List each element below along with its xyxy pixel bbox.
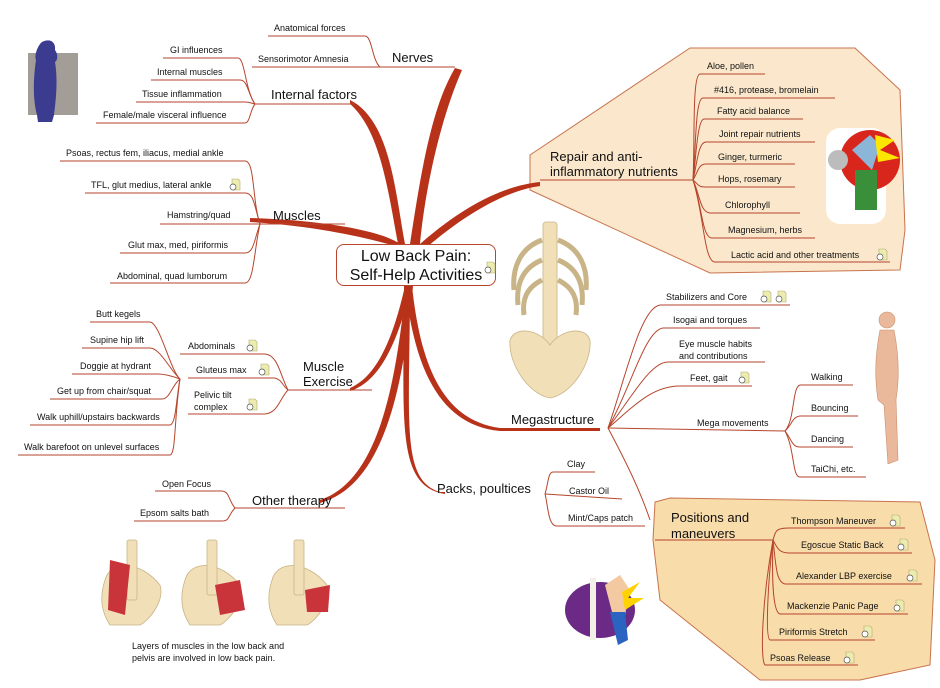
- topic-internal-factors[interactable]: Internal factors: [271, 87, 357, 102]
- subtopic-eye-muscle-line2[interactable]: and contributions: [679, 351, 748, 361]
- attachment-icon[interactable]: [258, 363, 270, 376]
- attachment-icon[interactable]: [889, 514, 901, 527]
- subtopic-pelvic-tilt-line2[interactable]: complex: [194, 402, 228, 412]
- topic-repair-line1[interactable]: Repair and anti-: [550, 149, 643, 164]
- central-topic[interactable]: Low Back Pain: Self-Help Activities: [336, 244, 496, 286]
- subtopic-clay[interactable]: Clay: [567, 459, 586, 469]
- subtopic-psoas[interactable]: Psoas, rectus fem, iliacus, medial ankle: [66, 148, 224, 158]
- exercise-get-up-from-chair[interactable]: Get up from chair/squat: [57, 386, 152, 396]
- movement-walking[interactable]: Walking: [811, 372, 843, 382]
- topic-muscle-exercise-line2[interactable]: Exercise: [303, 374, 353, 389]
- attachment-icon[interactable]: [760, 290, 772, 303]
- attachment-icon[interactable]: [906, 569, 918, 582]
- nutrient-ginger[interactable]: Ginger, turmeric: [718, 152, 783, 162]
- attachment-icon[interactable]: [893, 599, 905, 612]
- subtopic-glut-max[interactable]: Glut max, med, piriformis: [128, 240, 229, 250]
- position-piriformis[interactable]: Piriformis Stretch: [779, 627, 848, 637]
- subtopic-open-focus[interactable]: Open Focus: [162, 479, 212, 489]
- position-alexander[interactable]: Alexander LBP exercise: [796, 571, 892, 581]
- pelvis-muscle-layers: [101, 539, 330, 626]
- attachment-icon[interactable]: [246, 398, 258, 411]
- subtopic-stabilizers[interactable]: Stabilizers and Core: [666, 292, 748, 302]
- nutrient-chlorophyll[interactable]: Chlorophyll: [725, 200, 771, 210]
- attachment-icon[interactable]: [246, 339, 258, 352]
- subtopic-tissue-inflammation[interactable]: Tissue inflammation: [142, 89, 222, 99]
- movement-bouncing[interactable]: Bouncing: [811, 403, 849, 413]
- movement-dancing[interactable]: Dancing: [811, 434, 845, 444]
- nutrient-joint-repair[interactable]: Joint repair nutrients: [719, 129, 801, 139]
- exercise-butt-kegels[interactable]: Butt kegels: [96, 309, 141, 319]
- subtopic-feet-gait[interactable]: Feet, gait: [690, 373, 728, 383]
- image-caption: Layers of muscles in the low back and pe…: [132, 640, 332, 664]
- attachment-icon[interactable]: [775, 290, 787, 303]
- subtopic-abdominal[interactable]: Abdominal, quad lumborum: [117, 271, 228, 281]
- subtopic-isogai[interactable]: Isogai and torques: [673, 315, 748, 325]
- nutrient-magnesium[interactable]: Magnesium, herbs: [728, 225, 803, 235]
- subtopic-sensorimotor-amnesia[interactable]: Sensorimotor Amnesia: [258, 54, 349, 64]
- subtopic-pelvic-tilt-line1[interactable]: Pelivic tilt: [194, 390, 232, 400]
- subtopic-visceral-influence[interactable]: Female/male visceral influence: [103, 110, 227, 120]
- stooped-person-silhouette: [28, 40, 78, 122]
- exercise-doggie-at-hydrant[interactable]: Doggie at hydrant: [80, 361, 152, 371]
- topic-muscles[interactable]: Muscles: [273, 208, 321, 223]
- subtopic-abdominals[interactable]: Abdominals: [188, 341, 236, 351]
- attachment-icon[interactable]: [484, 261, 496, 274]
- nutrient-fatty-acid[interactable]: Fatty acid balance: [717, 106, 791, 116]
- subtopic-mega-movements[interactable]: Mega movements: [697, 418, 769, 428]
- topic-repair-line2[interactable]: inflammatory nutrients: [550, 164, 678, 179]
- position-psoas-release[interactable]: Psoas Release: [770, 653, 831, 663]
- nutrient-hops[interactable]: Hops, rosemary: [718, 174, 782, 184]
- topic-muscle-exercise-line1[interactable]: Muscle: [303, 359, 345, 374]
- movement-taichi[interactable]: TaiChi, etc.: [811, 464, 856, 474]
- topic-other-therapy[interactable]: Other therapy: [252, 493, 332, 508]
- topic-megastructure[interactable]: Megastructure: [511, 412, 595, 427]
- nutrient-aloe[interactable]: Aloe, pollen: [707, 61, 755, 71]
- caption-line2: pelvis are involved in low back pain.: [132, 653, 276, 663]
- exercise-walk-barefoot[interactable]: Walk barefoot on unlevel surfaces: [24, 442, 160, 452]
- subtopic-epsom-salts[interactable]: Epsom salts bath: [140, 508, 210, 518]
- attachment-icon[interactable]: [738, 371, 750, 384]
- subtopic-gi-influences[interactable]: GI influences: [170, 45, 223, 55]
- position-thompson[interactable]: Thompson Maneuver: [791, 516, 877, 526]
- topic-positions-line2[interactable]: maneuvers: [671, 526, 736, 541]
- nutrient-416[interactable]: #416, protease, bromelain: [714, 85, 819, 95]
- caption-line1: Layers of muscles in the low back and: [132, 641, 285, 651]
- repair-callout-bg: [529, 47, 906, 274]
- attachment-icon[interactable]: [876, 248, 888, 261]
- attachment-icon[interactable]: [229, 178, 241, 191]
- position-mackenzie[interactable]: Mackenzie Panic Page: [787, 601, 879, 611]
- spine-skeleton: [509, 221, 591, 399]
- central-topic-line1: Low Back Pain:: [360, 248, 472, 265]
- topic-positions-line1[interactable]: Positions and: [671, 510, 750, 525]
- subtopic-anatomical-forces[interactable]: Anatomical forces: [274, 23, 346, 33]
- attachment-icon[interactable]: [843, 651, 855, 664]
- subtopic-eye-muscle-line1[interactable]: Eye muscle habits: [679, 339, 753, 349]
- subtopic-gluteus-max[interactable]: Gluteus max: [196, 365, 247, 375]
- nutrient-lactic-acid[interactable]: Lactic acid and other treatments: [731, 250, 860, 260]
- attachment-icon[interactable]: [861, 625, 873, 638]
- subtopic-castor-oil[interactable]: Castor Oil: [569, 486, 610, 496]
- subtopic-tfl[interactable]: TFL, glut medius, lateral ankle: [91, 180, 212, 190]
- subtopic-mint-caps[interactable]: Mint/Caps patch: [568, 513, 634, 523]
- topic-nerves[interactable]: Nerves: [392, 50, 434, 65]
- standing-man-side-view: [875, 311, 899, 465]
- topic-packs-poultices[interactable]: Packs, poultices: [437, 481, 531, 496]
- position-egoscue[interactable]: Egoscue Static Back: [801, 540, 884, 550]
- back-pain-spine-cartoon: [565, 575, 644, 645]
- back-pain-cartoon: [826, 128, 900, 224]
- exercise-supine-hip-lift[interactable]: Supine hip lift: [90, 335, 145, 345]
- exercise-walk-uphill[interactable]: Walk uphill/upstairs backwards: [37, 412, 160, 422]
- central-topic-line2: Self-Help Activities: [349, 267, 483, 284]
- subtopic-internal-muscles[interactable]: Internal muscles: [157, 67, 223, 77]
- subtopic-hamstring[interactable]: Hamstring/quad: [167, 210, 231, 220]
- attachment-icon[interactable]: [897, 538, 909, 551]
